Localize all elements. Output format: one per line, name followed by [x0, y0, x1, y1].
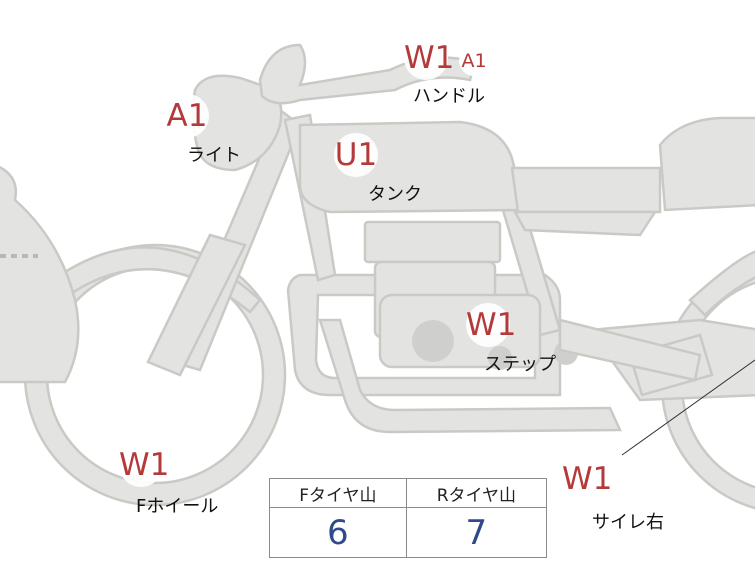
light-badge: A1	[165, 94, 209, 138]
step-label: ステップ	[484, 354, 556, 375]
tank-badge: U1	[334, 133, 378, 177]
tank-label: タンク	[368, 184, 422, 205]
silencer-right-label: サイレ右	[592, 512, 664, 533]
fork-tube	[146, 233, 247, 377]
seat	[510, 166, 662, 214]
front-tire-header: Fタイヤ山	[269, 478, 407, 508]
exhaust-pipe	[318, 318, 622, 434]
handle-badge: W1	[404, 36, 454, 80]
silencer-right-badge: W1	[562, 457, 612, 501]
front-wheel-badge: W1	[119, 443, 169, 487]
front-cowl	[0, 165, 80, 384]
leader-line	[621, 359, 755, 456]
swingarm	[558, 318, 702, 382]
headlight	[191, 74, 283, 172]
rear-tire-value: 7	[405, 507, 548, 558]
front-tire-value: 6	[269, 507, 407, 558]
light-label: ライト	[187, 145, 241, 166]
handle-badge-secondary: A1	[459, 46, 489, 76]
step-peg	[488, 346, 512, 370]
tail-cowl	[658, 116, 755, 212]
rear-tire-header: Rタイヤ山	[405, 478, 548, 508]
rear-fender	[688, 250, 755, 317]
tire-tread-table: Fタイヤ山 Rタイヤ山 6 7	[269, 478, 548, 558]
tire-table-header-row: Fタイヤ山 Rタイヤ山	[269, 478, 548, 508]
front-wheel-label: Fホイール	[136, 496, 219, 517]
handle-label: ハンドル	[413, 86, 485, 107]
step-badge: W1	[466, 303, 516, 347]
tire-table-value-row: 6 7	[269, 507, 548, 558]
